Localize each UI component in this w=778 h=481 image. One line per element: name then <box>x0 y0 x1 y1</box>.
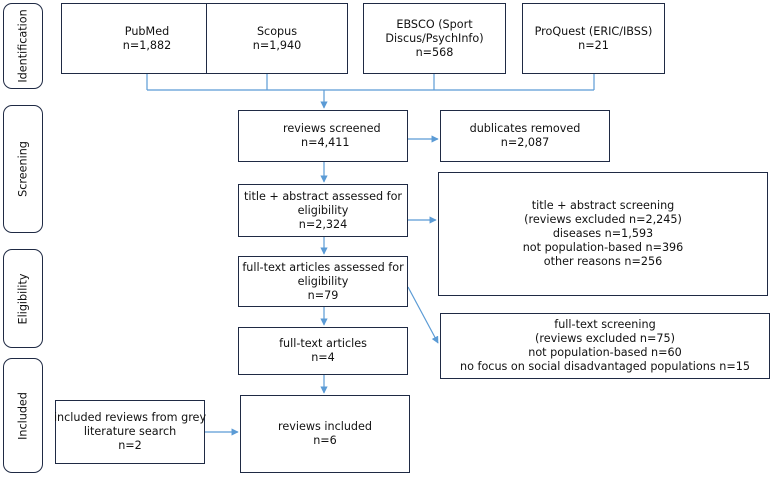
box-title-abstract-excluded: title + abstract screening (reviews excl… <box>438 172 768 296</box>
ft-excluded-line: not population-based n=60 <box>528 346 682 359</box>
source-proquest: ProQuest (ERIC/IBSS) n=21 <box>522 3 665 74</box>
box-reviews-screened: reviews screened n=4,411 <box>238 110 408 162</box>
source-name-line: EBSCO (Sport <box>396 17 473 31</box>
fulltext-line: eligibility <box>297 274 349 288</box>
phase-screening: Screening <box>3 105 43 233</box>
included-label: reviews included <box>277 420 373 433</box>
screened-count: n=4,411 <box>301 136 350 149</box>
source-count: n=21 <box>578 38 609 52</box>
ft-excluded-line: no focus on social disadvantaged populat… <box>460 360 750 373</box>
box-fulltext-articles: full-text articles n=4 <box>238 327 408 375</box>
box-grey-literature: included reviews from grey literature se… <box>53 400 207 464</box>
source-pubmed: PubMed n=1,882 <box>61 3 233 74</box>
phase-identification: Identification <box>3 3 43 89</box>
fulltext-articles-label: full-text articles <box>279 337 367 350</box>
box-fulltext-assessed: full-text articles assessed for eligibil… <box>238 256 408 307</box>
grey-literature-count: n=2 <box>118 439 142 452</box>
grey-literature-line: included reviews from grey <box>53 411 207 424</box>
ft-excluded-line: (reviews excluded n=75) <box>535 332 675 345</box>
ta-excluded-line: not population-based n=396 <box>522 241 684 254</box>
source-name: ProQuest (ERIC/IBSS) <box>534 24 653 38</box>
ta-excluded-line: diseases n=1,593 <box>552 227 654 240</box>
box-duplicates-removed: dublicates removed n=2,087 <box>440 110 610 162</box>
title-abstract-line: eligibility <box>297 203 349 217</box>
fulltext-line: full-text articles assessed for <box>242 260 404 274</box>
source-count: n=1,882 <box>122 38 172 52</box>
title-abstract-count: n=2,324 <box>298 217 348 231</box>
source-name: PubMed <box>124 24 170 38</box>
source-name: Scopus <box>256 24 298 38</box>
duplicates-label: dublicates removed <box>469 122 581 135</box>
ta-excluded-line: title + abstract screening <box>531 199 675 212</box>
fulltext-articles-count: n=4 <box>311 351 335 364</box>
ta-excluded-line: other reasons n=256 <box>543 255 663 268</box>
duplicates-count: n=2,087 <box>500 136 550 149</box>
source-count: n=568 <box>415 45 454 59</box>
box-fulltext-excluded: full-text screening (reviews excluded n=… <box>440 313 770 379</box>
ta-excluded-line: (reviews excluded n=2,245) <box>524 213 682 226</box>
phase-eligibility: Eligibility <box>3 249 43 348</box>
screened-label: reviews screened <box>283 122 381 135</box>
arrow-to-ft-excluded <box>407 286 439 344</box>
grey-literature-line: literature search <box>83 425 177 438</box>
included-count: n=6 <box>313 434 337 447</box>
source-scopus: Scopus n=1,940 <box>206 3 348 74</box>
box-title-abstract: title + abstract assessed for eligibilit… <box>238 184 408 237</box>
title-abstract-line: title + abstract assessed for <box>243 189 403 203</box>
source-count: n=1,940 <box>252 38 302 52</box>
box-reviews-included: reviews included n=6 <box>240 395 410 473</box>
ft-excluded-line: full-text screening <box>554 318 656 331</box>
phase-included: Included <box>3 358 43 473</box>
fulltext-count: n=79 <box>307 288 339 302</box>
source-name-line: Discus/PsychInfo) <box>385 31 484 45</box>
source-ebsco: EBSCO (Sport Discus/PsychInfo) n=568 <box>363 3 506 74</box>
